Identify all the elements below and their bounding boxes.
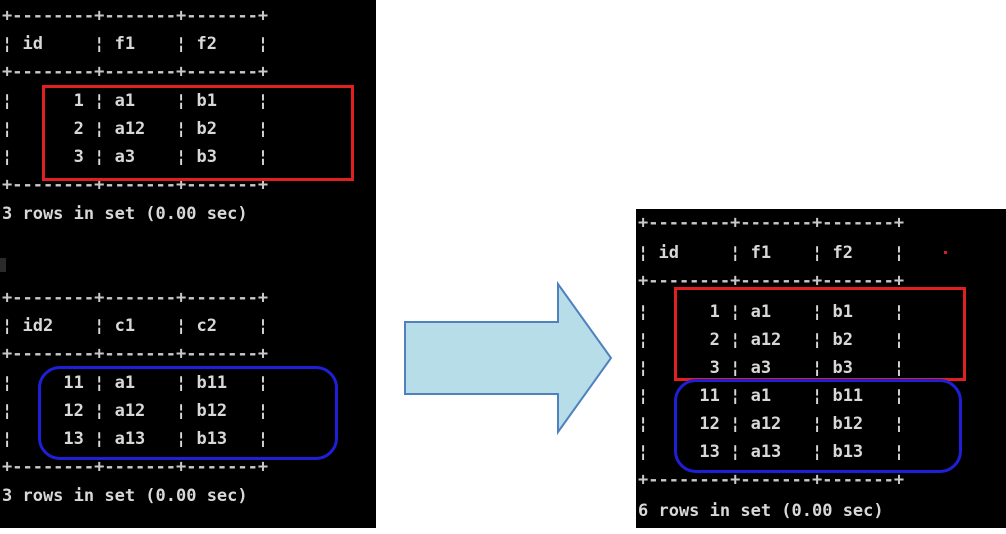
table1-status-text: 3 rows in set (0.00 sec) xyxy=(2,204,248,224)
table2-top-border: +--------+-------+-------+ xyxy=(2,288,269,308)
table2-header-row: ¦ id2 ¦ c1 ¦ c2 ¦ xyxy=(2,316,269,336)
console-artifact xyxy=(944,251,947,254)
merged-table-row: ¦ 11 ¦ a1 ¦ b11 ¦ xyxy=(638,386,905,406)
table1-header-row: ¦ id ¦ f1 ¦ f2 ¦ xyxy=(2,34,269,54)
right-console-window: +--------+-------+-------+ ¦ id ¦ f1 ¦ f… xyxy=(636,209,1006,528)
table1-row: ¦ 3 ¦ a3 ¦ b3 ¦ xyxy=(2,147,269,167)
table2-row: ¦ 13 ¦ a13 ¦ b13 ¦ xyxy=(2,429,269,449)
table2-bottom-border: +--------+-------+-------+ xyxy=(2,457,269,477)
console-artifact xyxy=(0,258,6,272)
table2-row: ¦ 12 ¦ a12 ¦ b12 ¦ xyxy=(2,401,269,421)
merged-table-row: ¦ 3 ¦ a3 ¦ b3 ¦ xyxy=(638,358,905,378)
merged-table-row: ¦ 13 ¦ a13 ¦ b13 ¦ xyxy=(638,442,905,462)
right-arrow-icon xyxy=(404,280,613,436)
table1-row: ¦ 1 ¦ a1 ¦ b1 ¦ xyxy=(2,91,269,111)
table1-row: ¦ 2 ¦ a12 ¦ b2 ¦ xyxy=(2,119,269,139)
left-console-window: +--------+-------+-------+ ¦ id ¦ f1 ¦ f… xyxy=(0,0,376,528)
merged-table-header-border: +--------+-------+-------+ xyxy=(638,271,905,291)
merged-table-status-text: 6 rows in set (0.00 sec) xyxy=(638,501,884,521)
table2-header-border: +--------+-------+-------+ xyxy=(2,344,269,364)
table2-row: ¦ 11 ¦ a1 ¦ b11 ¦ xyxy=(2,373,269,393)
table1-header-border: +--------+-------+-------+ xyxy=(2,62,269,82)
merged-table-top-border: +--------+-------+-------+ xyxy=(638,213,905,233)
merged-table-row: ¦ 2 ¦ a12 ¦ b2 ¦ xyxy=(638,330,905,350)
merged-table-row: ¦ 1 ¦ a1 ¦ b1 ¦ xyxy=(638,302,905,322)
merged-table-bottom-border: +--------+-------+-------+ xyxy=(638,470,905,490)
table2-status-text: 3 rows in set (0.00 sec) xyxy=(2,486,248,506)
merged-table-header-row: ¦ id ¦ f1 ¦ f2 ¦ xyxy=(638,243,905,263)
table1-top-border: +--------+-------+-------+ xyxy=(2,6,269,26)
merged-table-row: ¦ 12 ¦ a12 ¦ b12 ¦ xyxy=(638,414,905,434)
table1-bottom-border: +--------+-------+-------+ xyxy=(2,175,269,195)
